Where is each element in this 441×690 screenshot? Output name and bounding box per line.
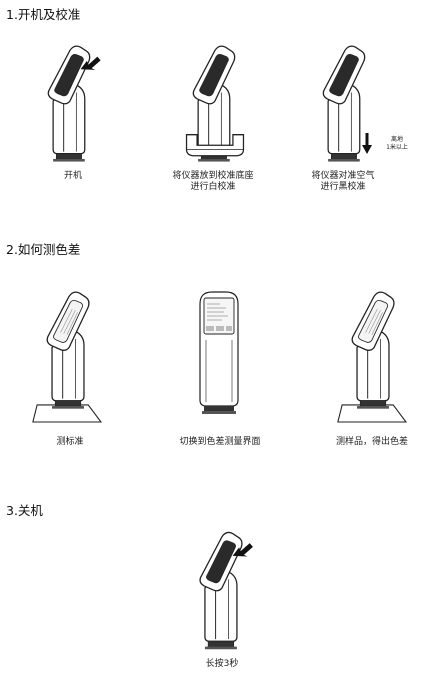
caption-measure-standard: 测标准 [56,437,84,447]
caption-long-press: 长按3秒 [205,659,239,669]
caption-power-on: 开机 [63,171,82,181]
device-measure-standard-figure [32,291,103,423]
down-arrow-icon [362,133,372,154]
calibration-base [185,134,245,157]
distance-note-1: 离地 [390,136,403,143]
caption-white-cal-1: 将仪器放到校准底座 [172,171,254,181]
device-measure-sample-figure [337,291,408,423]
device-front-view-figure [199,291,239,414]
device-power-off-figure [199,531,253,650]
caption-black-cal-2: 进行黑校准 [320,182,366,192]
section2-title: 2.如何测色差 [6,242,81,257]
caption-black-cal-1: 将仪器对准空气 [311,171,375,181]
caption-white-cal-2: 进行白校准 [190,182,236,192]
caption-measure-sample: 测样品，得出色差 [335,437,408,447]
distance-note-2: 1米以上 [386,144,408,151]
device-power-on-figure [47,45,101,163]
caption-switch-mode: 切换到色差测量界面 [179,437,261,447]
section1-title: 1.开机及校准 [6,7,81,22]
section3-title: 3.关机 [6,503,43,518]
device-white-calibration-figure [185,45,245,163]
